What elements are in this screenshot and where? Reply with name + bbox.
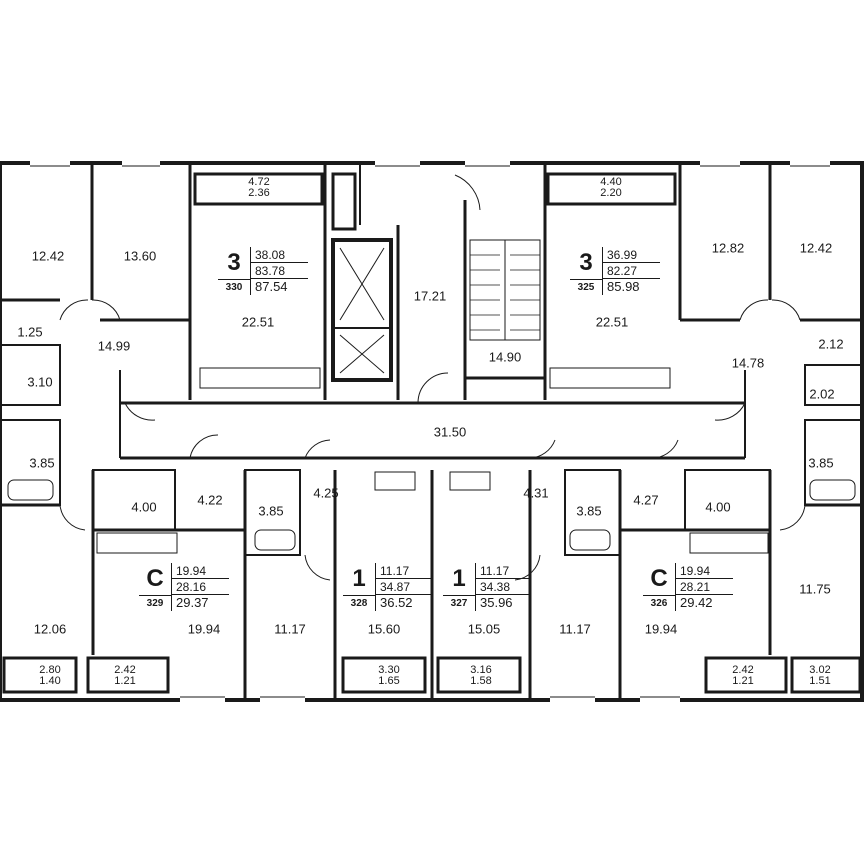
room-area-label: 15.05 bbox=[467, 621, 501, 637]
apartment-number: 329 bbox=[139, 595, 171, 611]
room-area-label: 4.25 bbox=[313, 485, 339, 501]
total-area-with-balcony: 36.52 bbox=[380, 595, 413, 610]
apartment-number: 328 bbox=[343, 595, 375, 611]
room-area-label: 3.85 bbox=[29, 455, 55, 471]
apartment-number: 326 bbox=[643, 595, 675, 611]
apartment-type: 3 bbox=[579, 249, 593, 276]
room-area-label: 14.78 bbox=[731, 355, 765, 371]
room-area-label: 31.50 bbox=[433, 424, 467, 440]
room-area-label: 3.85 bbox=[808, 455, 834, 471]
total-area: 34.87 bbox=[376, 579, 431, 595]
room-area-label: 12.42 bbox=[31, 248, 65, 264]
room-area-label: 4.00 bbox=[705, 499, 731, 515]
living-area: 38.08 bbox=[251, 247, 308, 263]
room-area-label: 14.99 bbox=[97, 338, 131, 354]
apartment-number: 327 bbox=[443, 595, 475, 611]
apartment-badge-326: С 326 19.94 28.21 29.42 bbox=[643, 563, 733, 611]
apartment-number: 325 bbox=[570, 279, 602, 295]
apartment-badge-328: 1 328 11.17 34.87 36.52 bbox=[343, 563, 431, 611]
room-area-label: 4.27 bbox=[633, 492, 659, 508]
room-area-label: 14.90 bbox=[488, 349, 522, 365]
room-area-label: 3.85 bbox=[576, 503, 602, 519]
room-area-label: 3.10 bbox=[27, 374, 53, 390]
room-area-label: 19.94 bbox=[187, 621, 221, 637]
total-area-with-balcony: 29.42 bbox=[680, 595, 713, 610]
room-area-label: 4.31 bbox=[523, 485, 549, 501]
room-area-label: 2.12 bbox=[818, 336, 844, 352]
apartment-badge-327: 1 327 11.17 34.38 35.96 bbox=[443, 563, 531, 611]
apartment-type: 1 bbox=[352, 565, 366, 592]
total-area: 28.16 bbox=[172, 579, 229, 595]
apartment-type: С bbox=[650, 565, 668, 592]
room-area-label: 2.02 bbox=[809, 386, 835, 402]
room-area-label: 3.85 bbox=[258, 503, 284, 519]
apartment-badge-330: 3 330 38.08 83.78 87.54 bbox=[218, 247, 308, 295]
living-area: 36.99 bbox=[603, 247, 660, 263]
total-area-with-balcony: 87.54 bbox=[255, 279, 288, 294]
room-area-label: 22.51 bbox=[241, 314, 275, 330]
room-area-label: 4.22 bbox=[197, 492, 223, 508]
apartment-type: С bbox=[146, 565, 164, 592]
room-area-label: 11.17 bbox=[274, 621, 306, 637]
total-area: 28.21 bbox=[676, 579, 733, 595]
room-area-label: 1.25 bbox=[17, 324, 43, 340]
total-area: 83.78 bbox=[251, 263, 308, 279]
room-area-label: 17.21 bbox=[413, 288, 447, 304]
total-area-with-balcony: 35.96 bbox=[480, 595, 513, 610]
total-area-with-balcony: 29.37 bbox=[176, 595, 209, 610]
room-area-label: 19.94 bbox=[644, 621, 678, 637]
room-area-label: 22.51 bbox=[595, 314, 629, 330]
room-area-label: 12.42 bbox=[799, 240, 833, 256]
apartment-type: 3 bbox=[227, 249, 241, 276]
living-area: 19.94 bbox=[172, 563, 229, 579]
total-area-with-balcony: 85.98 bbox=[607, 279, 640, 294]
apartment-badge-329: С 329 19.94 28.16 29.37 bbox=[139, 563, 229, 611]
room-area-label: 12.82 bbox=[711, 240, 745, 256]
living-area: 19.94 bbox=[676, 563, 733, 579]
apartment-number: 330 bbox=[218, 279, 250, 295]
room-area-label: 13.60 bbox=[123, 248, 157, 264]
room-area-label: 11.17 bbox=[559, 621, 591, 637]
living-area: 11.17 bbox=[476, 563, 531, 579]
living-area: 11.17 bbox=[376, 563, 431, 579]
apartment-badge-325: 3 325 36.99 82.27 85.98 bbox=[570, 247, 660, 295]
room-area-label: 4.00 bbox=[131, 499, 157, 515]
room-area-label: 15.60 bbox=[367, 621, 401, 637]
apartment-type: 1 bbox=[452, 565, 466, 592]
total-area: 34.38 bbox=[476, 579, 531, 595]
room-area-label: 11.75 bbox=[799, 581, 831, 597]
total-area: 82.27 bbox=[603, 263, 660, 279]
room-area-label: 12.06 bbox=[33, 621, 67, 637]
